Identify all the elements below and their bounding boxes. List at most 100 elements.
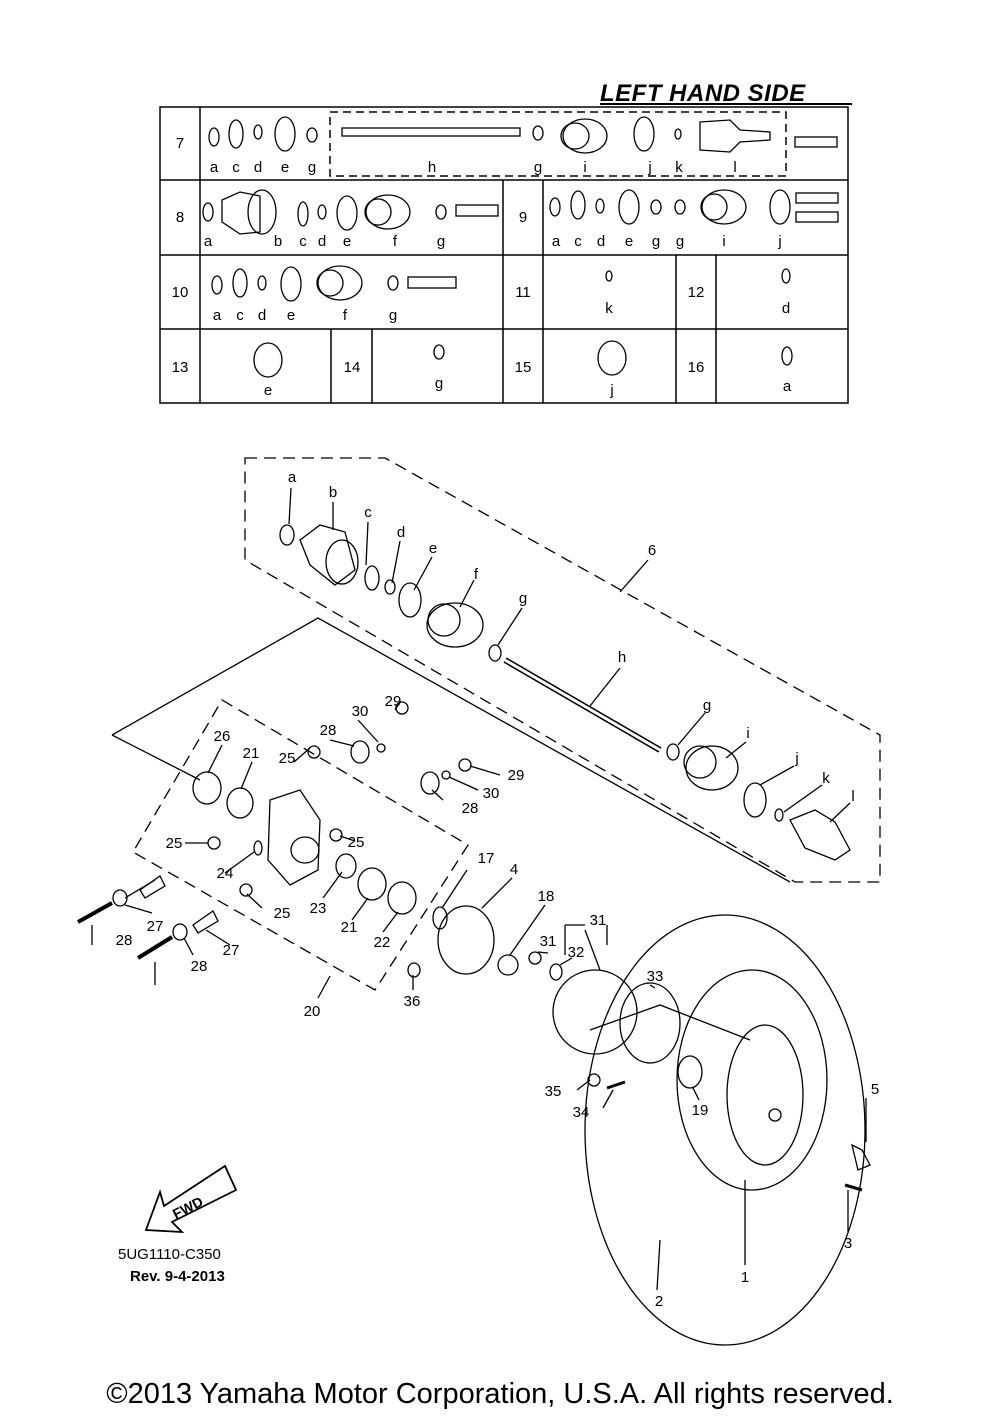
callout-letter-e: e [429,540,437,557]
callout-number-29: 29 [508,767,525,784]
kit-ref-12: 12 [688,284,705,301]
kit-9-part-g: g [652,233,660,250]
kit-7-part-g: g [534,159,542,176]
callout-number-25: 25 [166,835,183,852]
kit-10-part-a: a [213,307,222,324]
kit-7-part-k: k [675,159,683,176]
callout-letter-d: d [397,524,405,541]
kit-11-part-k: k [605,300,613,317]
callout-number-32: 32 [568,944,585,961]
kit-7-part-j: j [647,159,651,176]
callout-number-27: 27 [147,918,164,935]
callout-number-2: 2 [655,1293,663,1310]
kit-8-part-f: f [393,233,398,250]
callout-letter-i: i [746,725,749,742]
callout-number-20: 20 [304,1003,321,1020]
kit-8-part-b: b [274,233,282,250]
kit-8-part-e: e [343,233,351,250]
callout-number-22: 22 [374,934,391,951]
knuckle-assembly [77,617,791,999]
callout-number-4: 4 [510,861,518,878]
callout-letter-g: g [519,590,527,607]
callout-number-29: 29 [385,693,402,710]
wheel-hub-assembly [407,869,871,1346]
fwd-arrow-icon [144,1164,238,1234]
kit-7-part-i: i [583,159,586,176]
kit-9-part-g: g [676,233,684,250]
kit-7-part-h: h [428,159,436,176]
kit-8-part-c: c [299,233,307,250]
kit-12-part-d: d [782,300,790,317]
kit-7-part-d: d [254,159,262,176]
callout-number-28: 28 [320,722,337,739]
callout-number-36: 36 [404,993,421,1010]
callout-number-28: 28 [191,958,208,975]
kit-ref-16: 16 [688,359,705,376]
callout-number-6: 6 [648,542,656,559]
callout-number-18: 18 [538,888,555,905]
kit-9-part-e: e [625,233,633,250]
kit-7-part-a: a [210,159,219,176]
callout-number-5: 5 [871,1081,879,1098]
kit-9-part-c: c [574,233,582,250]
callout-number-25: 25 [279,750,296,767]
callout-letter-l: l [851,788,854,805]
callout-number-34: 34 [573,1104,590,1121]
callout-number-28: 28 [116,932,133,949]
diagram-code: 5UG1110-C350 [118,1246,221,1263]
fwd-label: FWD [170,1193,206,1222]
kit-8-part-a: a [204,233,213,250]
kit-8-part-g: g [437,233,445,250]
kit-14-part-g: g [435,375,443,392]
callout-number-30: 30 [352,703,369,720]
callout-number-21: 21 [243,745,260,762]
callout-number-23: 23 [310,900,327,917]
callout-number-1: 1 [741,1269,749,1286]
callout-letter-b: b [329,484,337,501]
callout-letter-a: a [288,469,297,486]
callout-number-25: 25 [274,905,291,922]
kit-8-part-d: d [318,233,326,250]
kit-7-part-l: l [733,159,736,176]
single-parts [253,268,793,378]
callout-number-27: 27 [223,942,240,959]
kit-9-part-i: i [722,233,725,250]
callout-number-21: 21 [341,919,358,936]
kit-ref-14: 14 [344,359,361,376]
row-7-parts [208,116,838,154]
kit-7-part-e: e [281,159,289,176]
kit-10-part-e: e [287,307,295,324]
kit-ref-7: 7 [176,135,184,152]
copyright-notice: ©2013 Yamaha Motor Corporation, U.S.A. A… [106,1378,894,1410]
kit-ref-11: 11 [515,284,531,301]
row-10-parts [211,265,457,302]
drive-shaft-assembly [244,457,881,883]
callout-letter-h: h [618,649,626,666]
callout-number-25: 25 [348,834,365,851]
kit-13-part-e: e [264,382,272,399]
callout-number-33: 33 [647,968,664,985]
kit-ref-8: 8 [176,209,184,226]
row-9-parts [549,189,839,225]
kit-15-part-j: j [609,382,613,399]
callout-letter-c: c [364,504,372,521]
diagram-side-title: LEFT HAND SIDE [600,80,806,107]
callout-number-24: 24 [217,865,234,882]
kit-ref-10: 10 [172,284,189,301]
callout-number-35: 35 [545,1083,562,1100]
revision-date: Rev. 9-4-2013 [130,1268,225,1285]
callout-number-28: 28 [462,800,479,817]
row-8-parts [202,189,499,235]
callout-number-31: 31 [540,933,557,950]
callout-number-26: 26 [214,728,231,745]
kit-9-part-j: j [777,233,781,250]
kit-9-part-d: d [597,233,605,250]
kit-10-part-f: f [343,307,348,324]
callout-number-19: 19 [692,1102,709,1119]
callout-number-31: 31 [590,912,607,929]
kit-10-part-g: g [389,307,397,324]
kit-ref-15: 15 [515,359,532,376]
callout-number-30: 30 [483,785,500,802]
